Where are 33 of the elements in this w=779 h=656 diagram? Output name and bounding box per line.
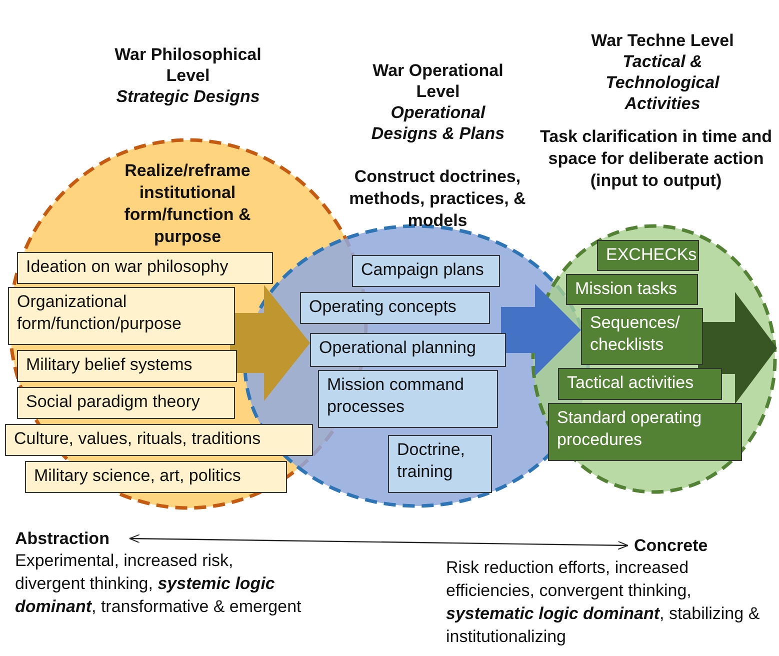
block-arrow bbox=[698, 292, 777, 404]
circle-description: Construct doctrines, methods, practices, & models bbox=[348, 166, 527, 232]
level-heading: War Techne Level bbox=[590, 30, 735, 51]
description-text: Risk reduction efforts, increased efficiencies, convergent thinking, systematic logic dominant, stabilizing & institutionalizing bbox=[446, 557, 761, 648]
level-heading: War Operational Level bbox=[372, 60, 504, 102]
circle-description: Realize/reframe institutional form/function & purpose bbox=[123, 160, 252, 248]
concept-box: Military science, art, politics bbox=[25, 461, 287, 493]
plan-box: Mission command processes bbox=[318, 370, 498, 428]
block-arrow bbox=[501, 284, 581, 376]
circle-description: Task clarification in time and space for deliberate action (input to output) bbox=[538, 126, 774, 192]
axis-end-label: Concrete bbox=[634, 535, 708, 556]
plan-box: Operating concepts bbox=[300, 292, 490, 324]
task-box: Mission tasks bbox=[566, 274, 698, 305]
concept-box: Organizational form/function/purpose bbox=[8, 287, 235, 345]
plan-box: Doctrine, training bbox=[388, 435, 492, 493]
plan-box: Campaign plans bbox=[352, 255, 500, 287]
level-heading: War Philosophical Level bbox=[114, 44, 262, 86]
concept-box: Ideation on war philosophy bbox=[17, 252, 273, 284]
task-box: EXCHECKs bbox=[597, 240, 699, 271]
concept-box: Culture, values, rituals, traditions bbox=[5, 424, 313, 456]
block-arrow bbox=[230, 285, 310, 401]
task-box: Standard operating procedures bbox=[548, 403, 742, 461]
level-subheading: Tactical & Technological Activities bbox=[604, 51, 721, 114]
description-text: Experimental, increased risk, divergent thinking, systemic logic dominant, transformative & emergent bbox=[15, 550, 302, 618]
level-subheading: Strategic Designs bbox=[115, 86, 261, 107]
axis-end-label: Abstraction bbox=[15, 528, 110, 549]
task-box: Sequences/ checklists bbox=[581, 308, 703, 365]
level-subheading: Operational Designs & Plans bbox=[370, 102, 506, 144]
task-box: Tactical activities bbox=[558, 368, 722, 400]
plan-box: Operational planning bbox=[310, 333, 506, 367]
concept-box: Social paradigm theory bbox=[17, 387, 235, 419]
double-headed-arrow bbox=[128, 534, 628, 550]
concept-box: Military belief systems bbox=[17, 350, 237, 382]
